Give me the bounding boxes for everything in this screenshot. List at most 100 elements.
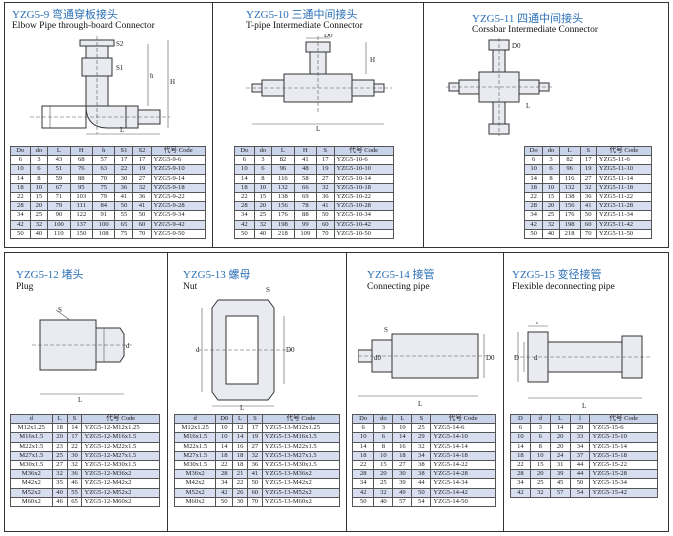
table-cell: M60x2 [10,496,53,508]
table-cell: 28 [351,469,375,480]
tee-label-l: L [316,125,320,133]
column-header: do [253,145,273,157]
column-header: l [569,413,591,425]
table-cell: 34 [234,210,255,221]
table-cell: 42 [10,219,31,230]
table-cell: 19 [579,164,597,175]
table-cell: 36 [316,192,335,203]
table-cell: 32 [132,182,152,194]
table-cell: 34 [351,478,375,489]
plug-label-l: L [78,396,82,404]
table-cell: 65 [114,219,134,230]
table-cell: YZG5-9-28 [150,201,207,212]
table-cell: 90 [47,210,71,221]
table-cell: 29 [569,423,591,434]
table-cell: YZG5-11-18 [595,182,653,194]
table-cell: 108 [92,228,116,240]
table-cell: M27x1.5 [10,450,53,462]
table-cell: 21 [232,469,248,480]
table-cell: 41 [316,201,335,212]
table-cell: YZG5-14-34 [430,478,496,489]
column-header: Do [351,413,375,425]
table-cell: 50 [411,487,432,498]
table-cell: YZG5-10-14 [333,173,394,184]
table-cell: YZG5-12-M27x1.5 [81,450,160,462]
table-cell: 10 [529,450,551,462]
column-header: L [232,413,248,425]
table-cell: 42 [523,219,544,230]
table-cell: 6 [373,432,394,443]
table-cell: 40 [253,228,273,240]
plug-title: YZG5-12 堵头 [16,269,84,281]
flexible-pipe-drawing: l L D d [514,322,650,410]
table-cell: 103 [69,192,94,203]
table-cell: 43 [47,155,71,166]
table-cell: M12x1.25 [173,423,217,434]
table-cell: YZG5-15-10 [589,432,658,443]
table-cell: 10 [392,423,413,434]
table-cell: YZG5-9-18 [150,182,207,194]
column-header: S [579,145,597,157]
table-cell: M42x2 [173,478,217,489]
table-cell: 8 [253,173,273,184]
table-cell: 22 [232,478,248,489]
table-cell: 50 [523,228,544,240]
table-cell: YZG5-13-M12x1.25 [261,423,341,434]
table-cell: 28 [510,469,531,480]
table-cell: 100 [47,219,71,230]
table-cell: 69 [293,192,318,203]
table-cell: 22 [351,460,375,471]
column-header: do [29,145,49,157]
table-cell: YZG5-15-18 [589,450,658,462]
table-cell: 99 [293,219,318,230]
table-cell: YZG5-14-10 [430,432,496,443]
column-header: S2 [132,145,152,157]
nut-label-s: S [266,286,270,294]
table-cell: YZG5-15-34 [589,478,658,489]
table-cell: YZG5-14-22 [430,460,496,471]
table-cell: 32 [529,487,551,498]
table-cell: 41 [293,155,318,166]
table-cell: YZG5-11-14 [595,173,653,184]
cross-title: YZG5-11 四通中间接头 [472,13,584,25]
table-cell: YZG5-12-M30x1.5 [81,460,160,471]
table-cell: 32 [66,460,83,471]
table-cell: 111 [69,201,94,212]
table-cell: 14 [523,173,544,184]
table-cell: 6 [542,164,560,175]
table-cell: YZG5-13-M27x1.5 [261,450,341,462]
flexible-pipe-title: YZG5-15 变径接管 [512,269,602,281]
connecting-pipe-title: YZG5-14 接管 [367,269,435,281]
table-cell: YZG5-12-M16x1.5 [81,432,160,443]
table-cell: YZG5-14-42 [430,487,496,498]
nut-subtitle: Nut [183,282,198,292]
column-header: H [293,145,318,157]
table-cell: 18 [232,460,248,471]
table-cell: 20 [549,432,571,443]
table-cell: 44 [411,478,432,489]
table-cell: M30x1.5 [10,460,53,471]
table-cell: YZG5-14-14 [430,441,496,452]
table-cell: YZG5-14-50 [430,496,496,508]
table-cell: 18 [232,450,248,462]
column-header: L [51,413,68,425]
column-header: 代号 Code [589,413,658,425]
table-cell: 25 [29,210,49,221]
table-cell: 79 [92,192,116,203]
table-cell: 6 [234,155,255,166]
table-cell: 10 [253,182,273,194]
table-cell: YZG5-11-28 [595,201,653,212]
table-cell: 42 [215,487,234,498]
